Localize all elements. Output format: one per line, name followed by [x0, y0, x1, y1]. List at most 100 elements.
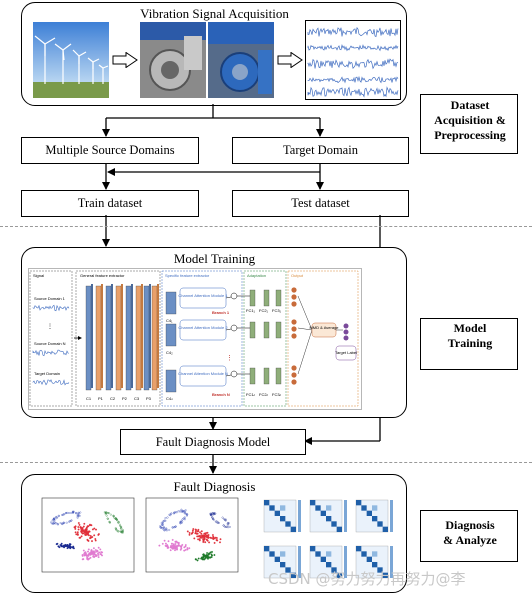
mmd-average-label: MMD & Average — [309, 325, 339, 330]
tsne-point — [76, 513, 79, 516]
tsne-point — [176, 548, 178, 551]
tsne-point — [210, 513, 213, 516]
layer-depth — [131, 284, 133, 388]
output-node — [291, 294, 297, 300]
tsne-point — [200, 530, 203, 533]
tsne-point — [76, 533, 79, 536]
fc-layer — [263, 289, 270, 307]
tsne-point — [202, 540, 205, 542]
tsne-point — [89, 534, 92, 537]
layer-depth — [111, 284, 113, 388]
diagonal-cell — [269, 551, 275, 557]
tsne-point — [90, 550, 93, 553]
tsne-point — [163, 528, 166, 531]
diagonal-cell — [372, 516, 378, 522]
branch-n-label: Branch N — [212, 392, 230, 397]
tsne-point — [54, 518, 57, 521]
diagonal-cell — [382, 526, 388, 532]
tsne-point — [52, 522, 54, 525]
colorbar — [344, 500, 347, 532]
tsne-point — [209, 551, 212, 554]
tsne-point — [57, 514, 60, 517]
conv-block — [165, 291, 177, 315]
target-node — [343, 323, 349, 329]
tsne-point — [196, 535, 199, 538]
tsne-point — [86, 554, 88, 557]
general-extractor-label: General feature extractor — [80, 273, 125, 278]
layer-depth — [157, 284, 159, 388]
diagonal-cell — [377, 567, 383, 573]
tsne-point — [59, 522, 62, 524]
tsne-point — [164, 519, 167, 522]
tsne-point — [117, 521, 120, 524]
tsne-point — [120, 530, 123, 533]
specific-extractor-label: Specific feature extractor — [165, 273, 210, 278]
tsne-point — [199, 531, 201, 534]
colorbar — [298, 500, 301, 532]
multiple-source-domains-box: Multiple Source Domains — [21, 137, 199, 164]
tsne-point — [213, 554, 216, 556]
tsne-point — [171, 526, 174, 529]
diagonal-cell — [285, 567, 291, 573]
section-divider — [0, 462, 532, 463]
tsne-point — [208, 541, 211, 544]
tsne-point — [66, 511, 69, 514]
layer-depth — [91, 284, 93, 388]
colorbar — [298, 546, 301, 578]
tsne-point — [191, 529, 194, 532]
layer-depth — [121, 284, 123, 388]
fc-label: FC2ₙ — [259, 392, 269, 397]
layer-label: C2 — [110, 396, 116, 401]
tsne-point — [190, 532, 193, 535]
tsne-point — [90, 552, 93, 555]
tsne-point — [119, 530, 122, 533]
layer-label: P2 — [122, 396, 128, 401]
tsne-point — [52, 519, 55, 522]
tsne-point — [198, 539, 201, 542]
tsne-point — [217, 521, 220, 524]
tsne-point — [166, 516, 169, 519]
tsne-point — [214, 512, 217, 515]
tsne-point — [77, 522, 80, 524]
diagonal-cell — [285, 521, 291, 527]
tsne-point — [63, 521, 66, 524]
tsne-point — [97, 533, 100, 536]
tsne-point — [62, 545, 65, 548]
diagonal-cell — [274, 556, 280, 562]
tsne-point — [181, 543, 184, 546]
c4-label: C4₂ — [166, 350, 173, 355]
tsne-point — [55, 522, 58, 525]
conv-layer — [105, 285, 112, 391]
tsne-point — [79, 536, 82, 539]
source-domain-1-label: Source Domain 1 — [34, 296, 66, 301]
tsne-point — [87, 550, 89, 553]
diagonal-cell — [310, 500, 316, 506]
tsne-point — [77, 526, 80, 528]
tsne-point — [82, 530, 85, 533]
diagonal-cell — [274, 510, 280, 516]
tsne-point — [86, 532, 89, 535]
tsne-point — [228, 525, 231, 528]
tsne-point — [115, 517, 117, 520]
tsne-point — [174, 540, 177, 543]
tsne-point — [215, 537, 218, 539]
tsne-point — [92, 553, 95, 556]
tsne-point — [60, 542, 63, 545]
tsne-point — [226, 523, 229, 526]
tsne-point — [82, 549, 85, 552]
tsne-point — [204, 532, 206, 535]
tsne-point — [212, 517, 215, 520]
fc-label: FC1₁ — [246, 308, 256, 313]
diagonal-cell — [264, 546, 270, 552]
tsne-point — [66, 547, 69, 550]
tsne-point — [122, 529, 124, 532]
c4-label: C4ₙ — [166, 396, 173, 401]
test-dataset-box: Test dataset — [232, 190, 409, 217]
tsne-point — [194, 528, 197, 531]
tsne-point — [183, 516, 186, 519]
tsne-point — [191, 531, 194, 534]
connector — [297, 329, 313, 375]
diagonal-cell — [280, 516, 286, 522]
pooling-layer — [95, 285, 102, 391]
tsne-point — [61, 513, 64, 516]
